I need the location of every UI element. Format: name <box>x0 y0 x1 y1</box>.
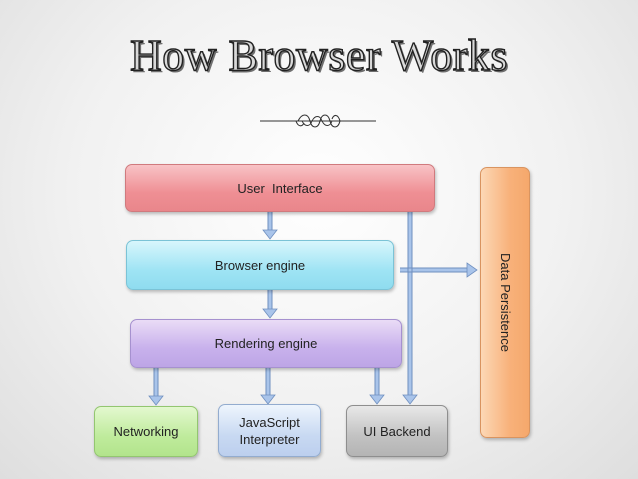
rendering-engine-box: Rendering engine <box>130 319 402 368</box>
user-interface-label: User Interface <box>237 180 323 196</box>
user-interface-box: User Interface <box>125 164 435 212</box>
ui-backend-label: UI Backend <box>363 423 431 439</box>
javascript-interpreter-line2: Interpreter <box>239 431 300 447</box>
data-persistence-label: Data Persistence <box>497 253 513 352</box>
javascript-interpreter-label: JavaScript Interpreter <box>239 414 300 448</box>
ui-backend-box: UI Backend <box>346 405 448 457</box>
browser-engine-box: Browser engine <box>126 240 394 290</box>
networking-label: Networking <box>113 424 179 439</box>
decorative-flourish-divider <box>260 114 376 128</box>
networking-box: Networking <box>94 406 198 457</box>
browser-engine-label: Browser engine <box>214 257 306 273</box>
javascript-interpreter-box: JavaScript Interpreter <box>218 404 321 457</box>
page-title: How Browser Works <box>129 30 509 80</box>
javascript-interpreter-line1: JavaScript <box>239 414 300 430</box>
data-persistence-box: Data Persistence <box>480 167 530 438</box>
rendering-engine-label: Rendering engine <box>214 336 318 351</box>
